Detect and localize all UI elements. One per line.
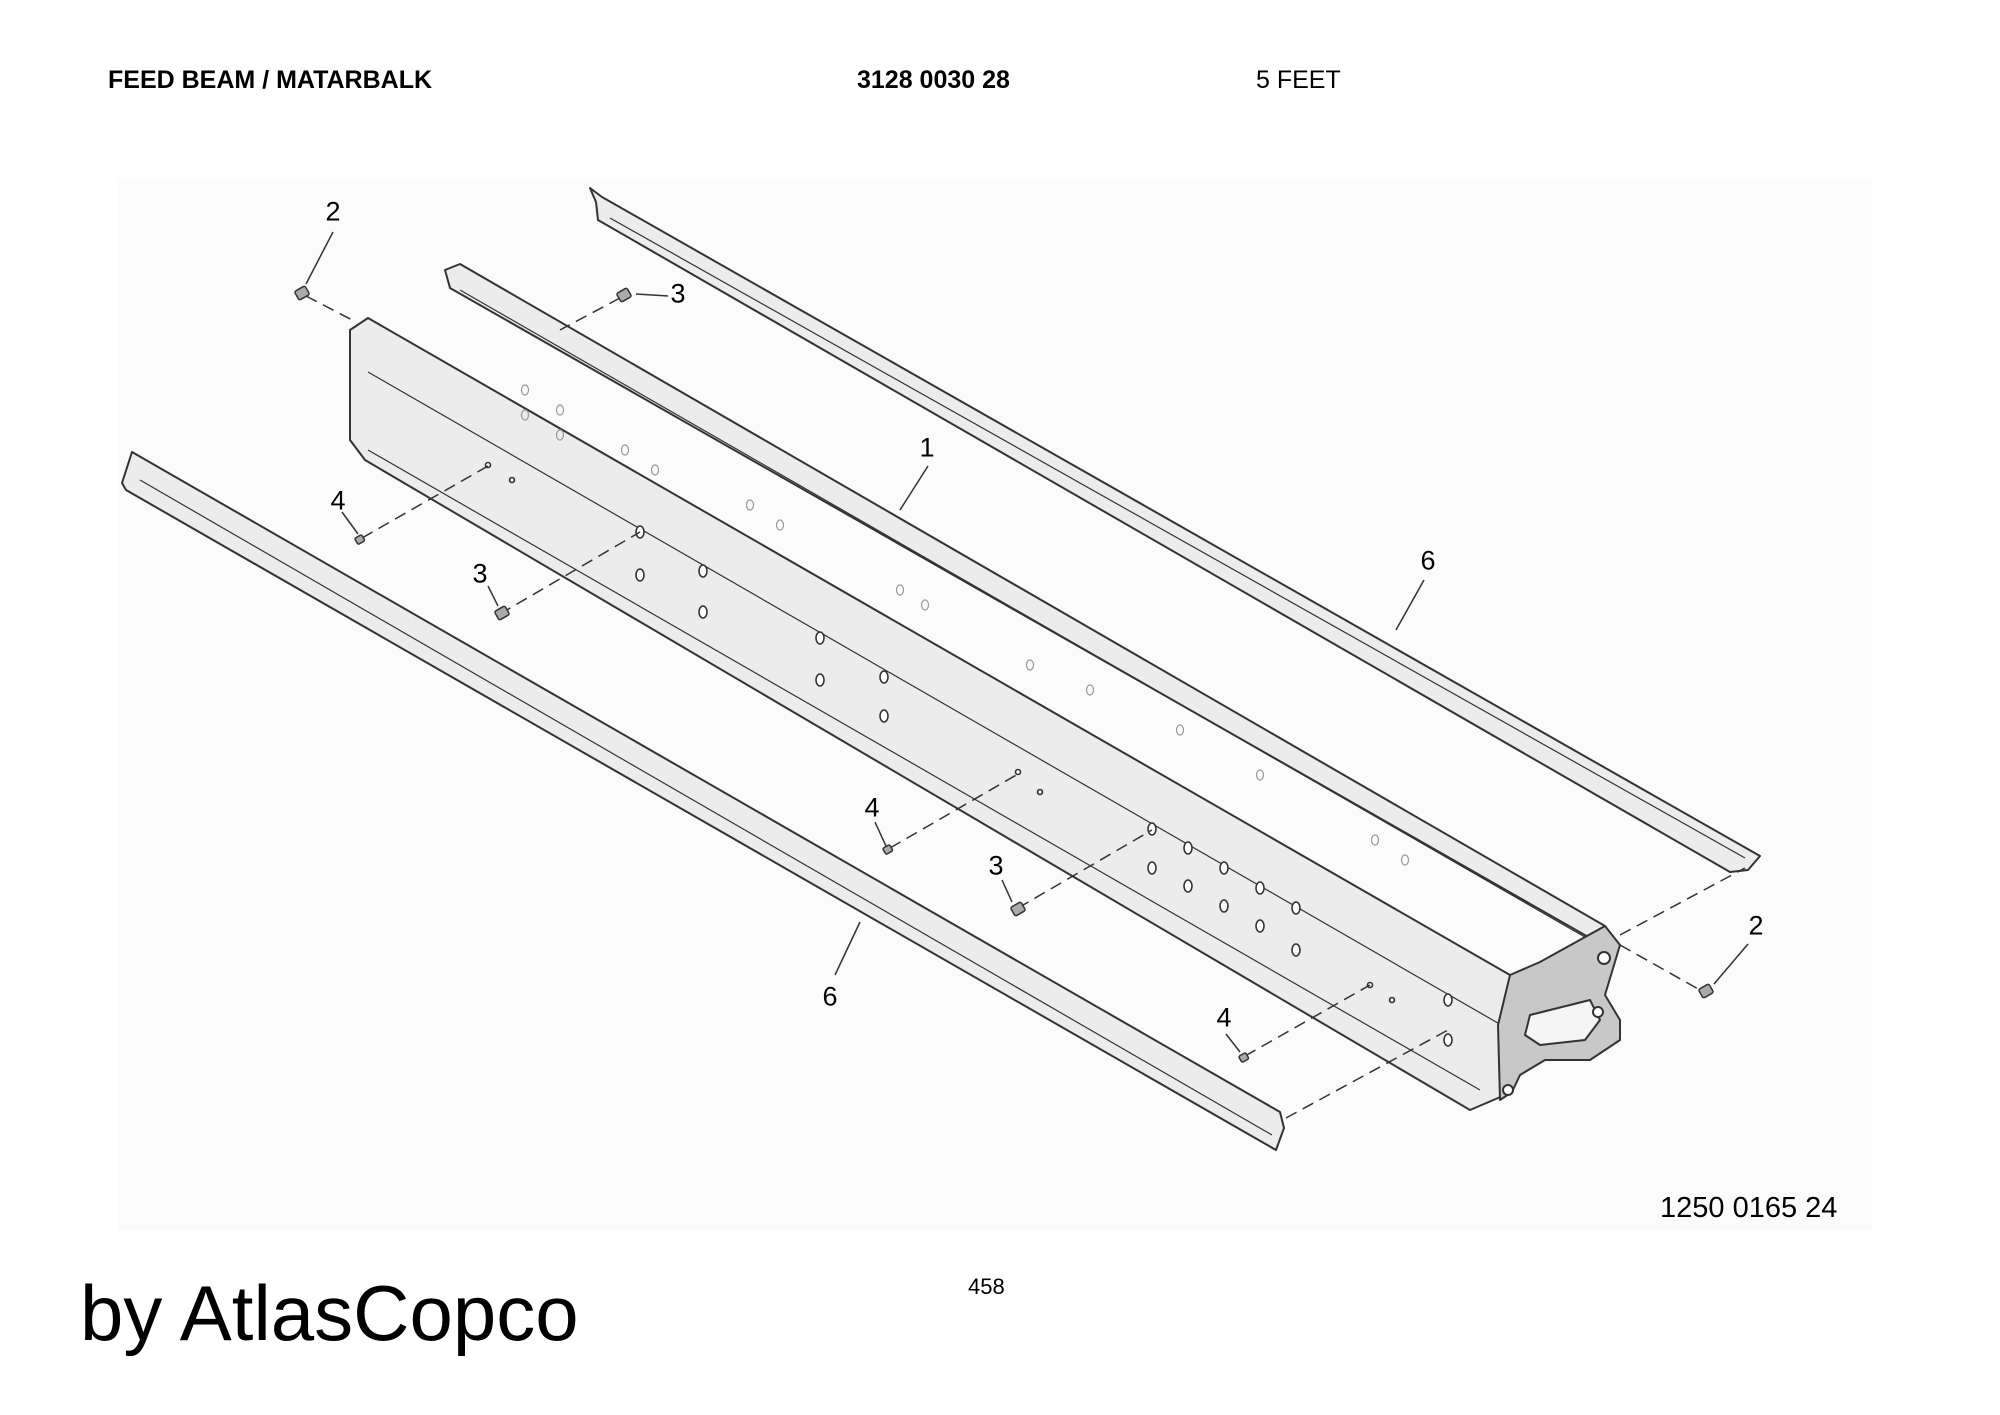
beam-end-profile bbox=[1497, 925, 1621, 1101]
callout-sleeve-top: 3 bbox=[670, 278, 686, 309]
brand-text: by AtlasCopco bbox=[80, 1269, 579, 1357]
callout-pin-middle: 4 bbox=[864, 792, 880, 823]
part-number: 3128 0030 28 bbox=[857, 66, 1010, 94]
callout-plug-right: 2 bbox=[1748, 910, 1764, 941]
feed-beam-body bbox=[349, 317, 1513, 1111]
callout-plug-top-left: 2 bbox=[325, 196, 341, 227]
rail-back-part bbox=[589, 187, 1761, 873]
back-flange-holes bbox=[520, 384, 1410, 866]
callout-sleeve-middle: 3 bbox=[988, 850, 1004, 881]
size-label: 5 FEET bbox=[1256, 66, 1341, 94]
rail-front-part bbox=[121, 451, 1285, 1151]
callout-rail-front: 6 bbox=[822, 981, 838, 1012]
drawing-number: 1250 0165 24 bbox=[1660, 1192, 1838, 1224]
beam-holes bbox=[484, 461, 1453, 1047]
pin-middle-part bbox=[882, 844, 894, 855]
callout-rail-back: 6 bbox=[1420, 545, 1436, 576]
sleeve-middle-part bbox=[1010, 901, 1026, 917]
pin-left-part bbox=[354, 534, 366, 545]
pin-front-part bbox=[1238, 1052, 1250, 1063]
callout-beam: 1 bbox=[919, 432, 935, 463]
leader-lines bbox=[305, 231, 1749, 1053]
callout-pin-front: 4 bbox=[1216, 1002, 1232, 1033]
plug-right-part bbox=[1698, 983, 1714, 999]
page-title: FEED BEAM / MATARBALK bbox=[108, 66, 433, 94]
assembly-lines bbox=[305, 295, 1746, 1119]
page-number: 458 bbox=[968, 1274, 1005, 1299]
callout-sleeve-left: 3 bbox=[472, 558, 488, 589]
plug-top-left-part bbox=[294, 285, 310, 301]
sleeve-left-part bbox=[494, 605, 510, 621]
sleeve-top-part bbox=[616, 287, 632, 303]
callout-pin-left: 4 bbox=[330, 485, 346, 516]
